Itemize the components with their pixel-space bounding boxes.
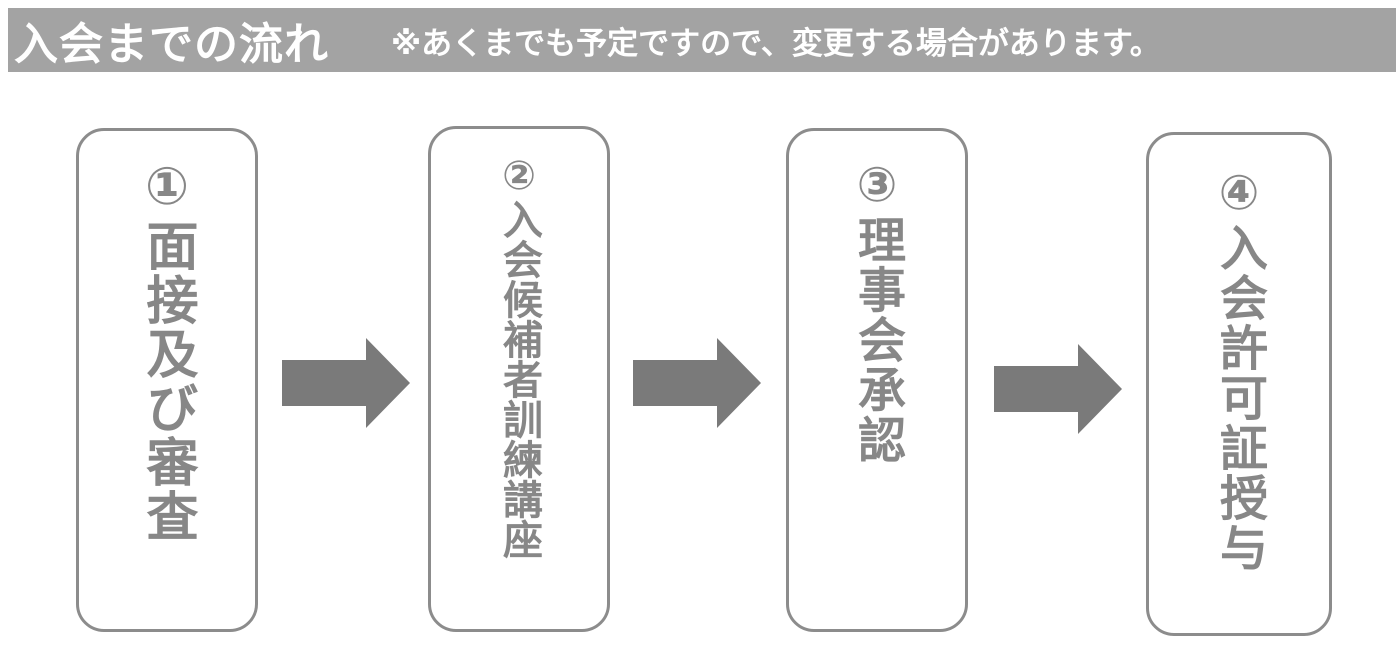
header-banner: 入会までの流れ ※あくまでも予定ですので、変更する場合があります。 <box>8 8 1396 72</box>
arrow-right-icon <box>633 338 761 428</box>
schedule-note: ※あくまでも予定ですので、変更する場合があります。 <box>391 25 1161 62</box>
step-1-number: ① <box>137 157 197 219</box>
arrow-right-icon <box>282 338 410 428</box>
step-1-label: 面接及び審査 <box>137 219 197 543</box>
step-2-label: 入会候補者訓練講座 <box>496 199 542 559</box>
arrow-right-icon <box>994 344 1122 434</box>
step-4-number: ④ <box>1211 165 1267 223</box>
step-3-number: ③ <box>849 157 905 215</box>
step-3-label: 理事会承認 <box>849 215 905 465</box>
step-4-label: 入会許可証授与 <box>1211 223 1267 573</box>
step-2-number: ② <box>496 153 542 199</box>
page-title: 入会までの流れ <box>14 19 329 70</box>
